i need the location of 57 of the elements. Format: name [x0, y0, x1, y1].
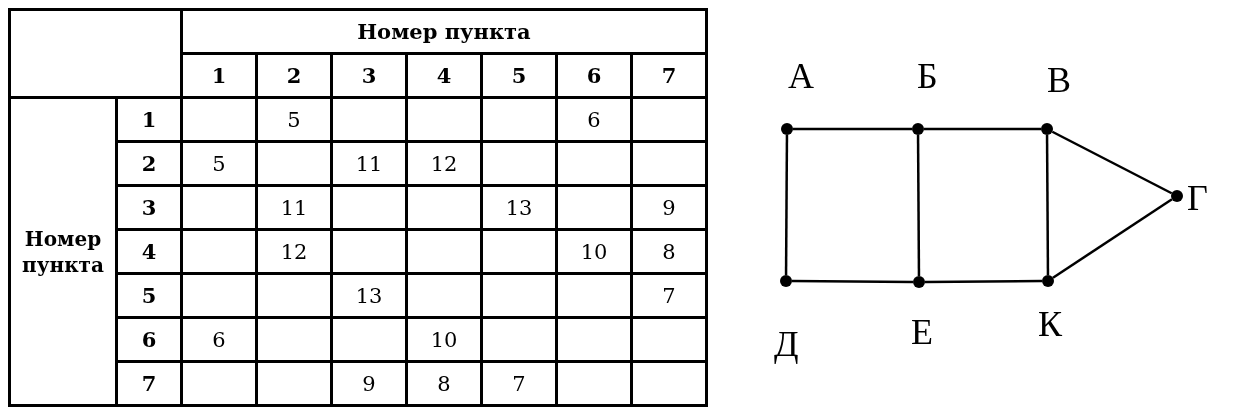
distance-value: 13 — [331, 273, 407, 318]
distance-value: 8 — [631, 229, 707, 274]
row-number: 3 — [116, 185, 182, 230]
row-header: Номер пункта — [9, 97, 117, 406]
distance-value: 6 — [556, 97, 632, 142]
row-number: 7 — [116, 361, 182, 406]
row-number: 2 — [116, 141, 182, 186]
vertex-dot — [781, 123, 793, 135]
distance-value: 10 — [406, 317, 482, 362]
edge-line — [916, 135, 921, 276]
distance-value: 12 — [406, 141, 482, 186]
column-number: 2 — [256, 53, 332, 98]
vertex-label: Д — [774, 326, 799, 362]
vertex-dot — [913, 276, 925, 288]
edge-line — [924, 127, 1041, 131]
edge-line — [1051, 130, 1173, 195]
vertex-label: А — [788, 58, 814, 94]
vertex-dot — [1041, 123, 1053, 135]
column-number: 3 — [331, 53, 407, 98]
vertex-label: Г — [1187, 180, 1208, 216]
row-number: 4 — [116, 229, 182, 274]
edge-line — [793, 127, 912, 131]
vertex-label: Е — [911, 314, 933, 350]
distance-value: 6 — [181, 317, 257, 362]
vertex-label: В — [1047, 62, 1071, 98]
distance-value: 9 — [631, 185, 707, 230]
column-number: 4 — [406, 53, 482, 98]
distance-value: 5 — [181, 141, 257, 186]
distance-value: 12 — [256, 229, 332, 274]
vertex-label: Б — [917, 58, 938, 94]
vertex-dot — [780, 275, 792, 287]
row-number: 5 — [116, 273, 182, 318]
distance-value: 5 — [256, 97, 332, 142]
edge-line — [1052, 198, 1173, 279]
column-number: 6 — [556, 53, 632, 98]
vertex-label: К — [1038, 306, 1062, 342]
distance-value: 13 — [481, 185, 557, 230]
distance-value: 8 — [406, 361, 482, 406]
distance-value: 7 — [631, 273, 707, 318]
edge-line — [925, 279, 1042, 284]
vertex-dot — [1042, 275, 1054, 287]
vertex-dot — [912, 123, 924, 135]
column-number: 5 — [481, 53, 557, 98]
edge-line — [792, 279, 913, 284]
distance-value: 11 — [331, 141, 407, 186]
edge-line — [1045, 135, 1050, 275]
row-number: 1 — [116, 97, 182, 142]
column-header: Номер пункта — [181, 9, 707, 54]
distance-value: 7 — [481, 361, 557, 406]
row-number: 6 — [116, 317, 182, 362]
vertex-dot — [1171, 190, 1183, 202]
distance-value: 10 — [556, 229, 632, 274]
column-number: 1 — [181, 53, 257, 98]
edge-line — [784, 135, 789, 275]
column-number: 7 — [631, 53, 707, 98]
distance-value: 9 — [331, 361, 407, 406]
distance-value: 11 — [256, 185, 332, 230]
